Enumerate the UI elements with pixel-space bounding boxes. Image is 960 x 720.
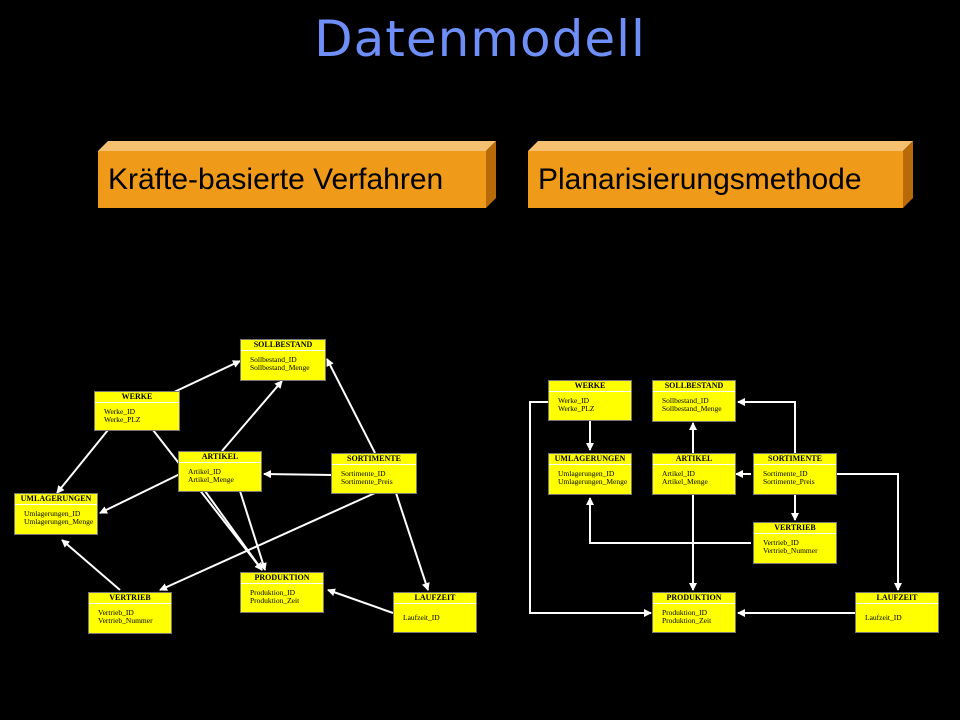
entity-header: UMLAGERUNGEN: [15, 494, 97, 505]
page-title: Datenmodell: [314, 10, 646, 68]
entity-attribute: Umlagerungen_ID: [24, 509, 81, 518]
banner-force-based: Kräfte-basierte Verfahren: [98, 141, 498, 208]
edge-vertrieb-umlagerungen: [61, 539, 121, 591]
banner-label: Kräfte-basierte Verfahren: [98, 151, 486, 208]
entity-header: ARTIKEL: [179, 452, 261, 463]
entity-header: PRODUKTION: [241, 573, 323, 584]
edge-werke-produktion: [152, 429, 263, 571]
entity-attribute: Produktion_ID: [662, 608, 707, 617]
entity-attribute: Sollbestand_Menge: [250, 363, 310, 372]
entity-attribute: Sortimente_Preis: [763, 477, 815, 486]
entity-header: PRODUKTION: [653, 593, 735, 604]
entity-attribute: Artikel_ID: [662, 469, 695, 478]
entity-attribute: Sollbestand_Menge: [662, 404, 722, 413]
entity-attribute: Laufzeit_ID: [403, 613, 440, 622]
entity-header: SORTIMENTE: [754, 454, 836, 465]
edge-sortimente-vertrieb: [159, 492, 376, 591]
entity-attribute: Umlagerungen_ID: [558, 469, 615, 478]
entity-attribute: Produktion_ID: [250, 588, 295, 597]
edge-artikel-produktion-a: [204, 490, 263, 571]
entity-attribute: Produktion_Zeit: [250, 596, 300, 605]
entity-attribute: Werke_PLZ: [104, 415, 141, 424]
entity-attribute: Sortimente_Preis: [341, 477, 393, 486]
entity-header: LAUFZEIT: [856, 593, 938, 604]
entity-attribute: Umlagerungen_Menge: [558, 477, 628, 486]
edge-sortimente-sollbestand-r: [737, 398, 796, 453]
edge-sortimente-artikel: [263, 470, 334, 479]
entity-header: WERKE: [95, 392, 179, 403]
edge-werke-produktion-r: [529, 401, 652, 617]
entity-attribute: Produktion_Zeit: [662, 616, 712, 625]
entity-attribute: Artikel_ID: [188, 467, 221, 476]
entity-header: SORTIMENTE: [332, 454, 416, 465]
edge-artikel-sollbestand: [221, 380, 283, 452]
entity-attribute: Sollbestand_ID: [250, 355, 297, 364]
entity-attribute: Sortimente_ID: [341, 469, 386, 478]
edge-artikel-produktion-b: [239, 490, 267, 571]
banner-3d-edge: [528, 141, 913, 208]
entity-laufzeit: LAUFZEIT Laufzeit_ID: [393, 592, 477, 633]
entity-header: SOLLBESTAND: [241, 340, 325, 351]
edge-sortimente-laufzeit: [395, 492, 430, 591]
entity-header: VERTRIEB: [89, 593, 171, 604]
entity-attribute: Umlagerungen_Menge: [24, 517, 94, 526]
entity-header: WERKE: [549, 381, 631, 392]
entity-header: ARTIKEL: [653, 454, 735, 465]
edge-werke-umlagerungen: [56, 429, 109, 494]
entity-header: LAUFZEIT: [394, 593, 476, 604]
banner-label: Planarisierungsmethode: [528, 151, 903, 208]
entity-attribute: Werke_ID: [104, 407, 136, 416]
entity-attribute: Vertrieb_Nummer: [98, 616, 153, 625]
entity-attribute: Laufzeit_ID: [865, 613, 902, 622]
edge-sortimente-sollbestand: [326, 358, 376, 454]
entity-attribute: Artikel_Menge: [662, 477, 708, 486]
entity-attribute: Artikel_Menge: [188, 475, 234, 484]
entity-attribute: Werke_PLZ: [558, 404, 595, 413]
edge-artikel-umlagerungen: [99, 473, 181, 514]
banner-planarization: Planarisierungsmethode: [528, 141, 913, 208]
entity-header: VERTRIEB: [754, 523, 836, 534]
banner-3d-edge: [98, 141, 496, 208]
entity-attribute: Werke_ID: [558, 396, 590, 405]
edge-laufzeit-produktion: [327, 588, 394, 614]
entity-attribute: Vertrieb_ID: [98, 608, 134, 617]
entity-attribute: Vertrieb_Nummer: [763, 546, 818, 555]
entity-header: SOLLBESTAND: [653, 381, 735, 392]
entity-laufzeit-r: LAUFZEIT Laufzeit_ID: [855, 592, 939, 633]
entity-attribute: Sortimente_ID: [763, 469, 808, 478]
edge-werke-sollbestand: [171, 360, 241, 394]
edge-sortimente-laufzeit-r: [836, 473, 902, 591]
entity-attribute: Sollbestand_ID: [662, 396, 709, 405]
entity-attribute: Vertrieb_ID: [763, 538, 799, 547]
entity-header: UMLAGERUNGEN: [549, 454, 631, 465]
edge-vertrieb-umlagerungen-r: [586, 497, 751, 544]
